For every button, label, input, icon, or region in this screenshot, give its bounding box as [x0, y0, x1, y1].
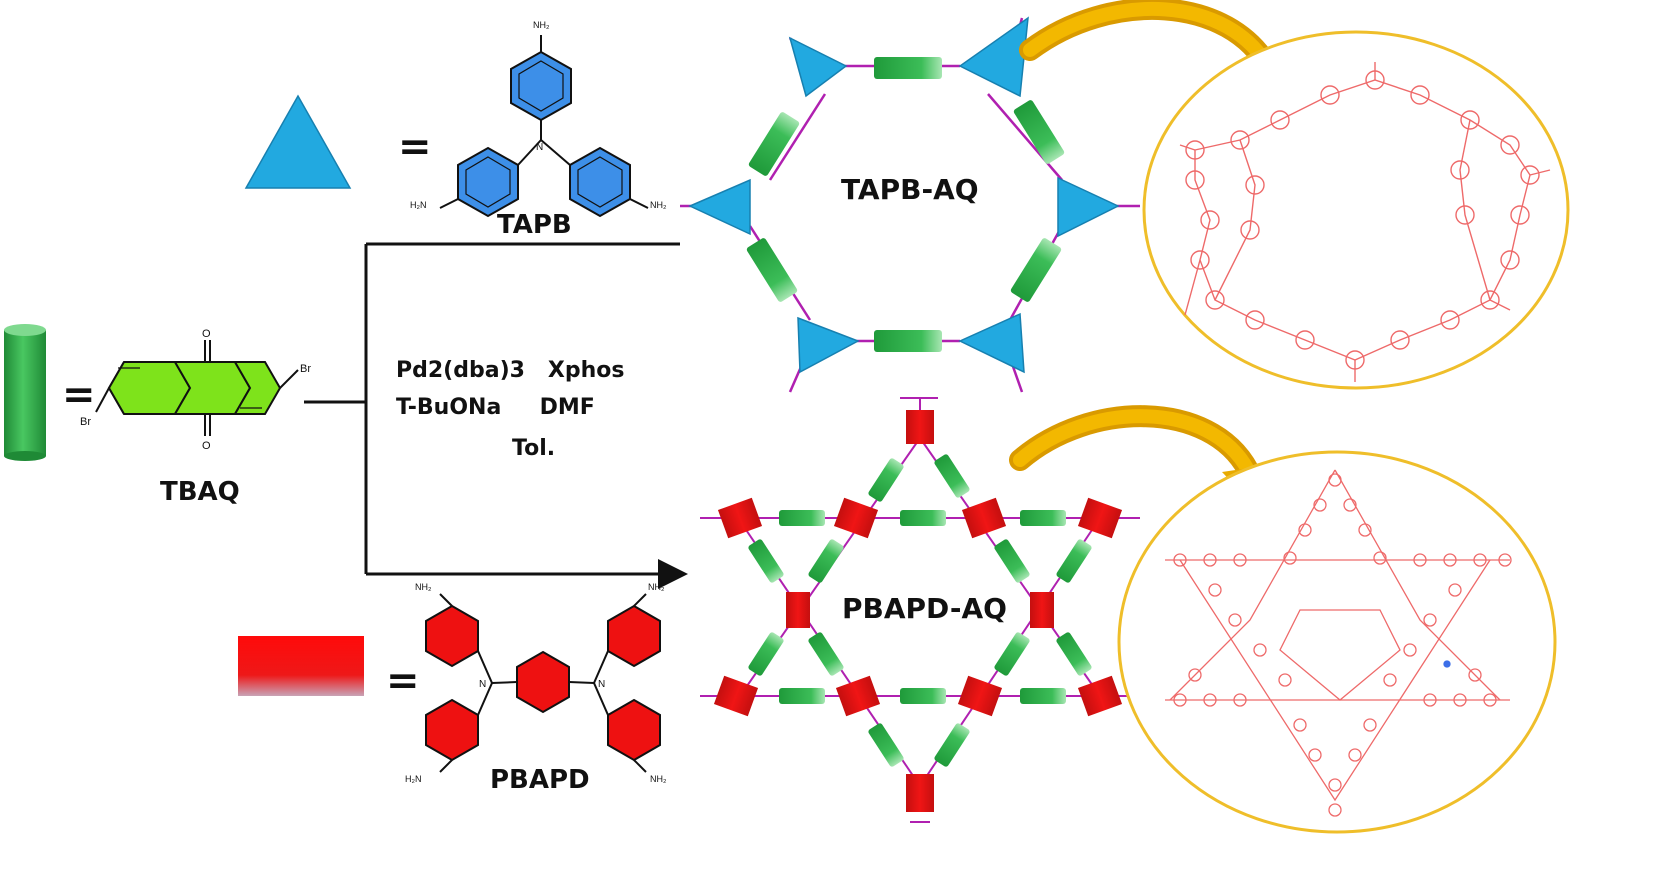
- tapb-n: N: [536, 142, 543, 153]
- tapb-aq-network: [680, 16, 1140, 393]
- cylinder-top: [4, 324, 46, 336]
- pbapd-molecule: [425, 593, 661, 773]
- tapb-aq-structure: [1179, 62, 1551, 382]
- tapb-molecule: [439, 35, 649, 218]
- rectangle-legend: =: [238, 636, 420, 704]
- pbapd-aq-network: [700, 397, 1140, 823]
- cylinder-bottom: [4, 451, 46, 461]
- tapb-aq-zoom-circle: [1142, 30, 1570, 390]
- condition-line-3: Tol.: [512, 436, 555, 461]
- equals-sign-3: =: [386, 658, 420, 704]
- tapb-nh2-right: NH₂: [650, 200, 667, 210]
- cylinder-legend: =: [4, 324, 96, 461]
- tapb-nh2-top: NH₂: [533, 20, 550, 30]
- condition-line-2: T-BuONa DMF: [396, 395, 595, 420]
- equals-sign-2: =: [62, 372, 96, 418]
- pbapd-h2n-bl: H₂N: [405, 774, 422, 784]
- condition-line-1: Pd2(dba)3 Xphos: [396, 358, 625, 383]
- rectangle-symbol: [238, 636, 364, 696]
- pbapd-aq-label: PBAPD-AQ: [842, 592, 1007, 625]
- triangle-legend: =: [244, 94, 432, 189]
- tapb-h2n-left: H₂N: [410, 200, 427, 210]
- tbaq-br-right: Br: [300, 363, 311, 375]
- tapb-label: TAPB: [497, 210, 572, 240]
- reaction-path: [304, 242, 688, 589]
- triangle-symbol: [244, 94, 352, 189]
- tbaq-molecule: [95, 340, 299, 436]
- equals-sign-1: =: [398, 124, 432, 170]
- tbaq-br-left: Br: [80, 416, 91, 428]
- pbapd-label: PBAPD: [490, 765, 590, 795]
- tbaq-label: TBAQ: [160, 477, 240, 507]
- tapb-aq-label: TAPB-AQ: [841, 173, 979, 206]
- pbapd-nh2-tr: NH₂: [648, 582, 665, 592]
- pbapd-h2n-tl: NH₂: [415, 582, 432, 592]
- pbapd-n-left: N: [479, 679, 486, 690]
- tbaq-o-top: O: [202, 328, 211, 340]
- pbapd-nh2-br: NH₂: [650, 774, 667, 784]
- pbapd-n-right: N: [598, 679, 605, 690]
- pbapd-aq-structure: [1165, 469, 1512, 817]
- pbapd-aq-zoom-circle: [1117, 450, 1557, 834]
- cylinder-symbol: [4, 330, 46, 456]
- tbaq-o-bottom: O: [202, 440, 211, 452]
